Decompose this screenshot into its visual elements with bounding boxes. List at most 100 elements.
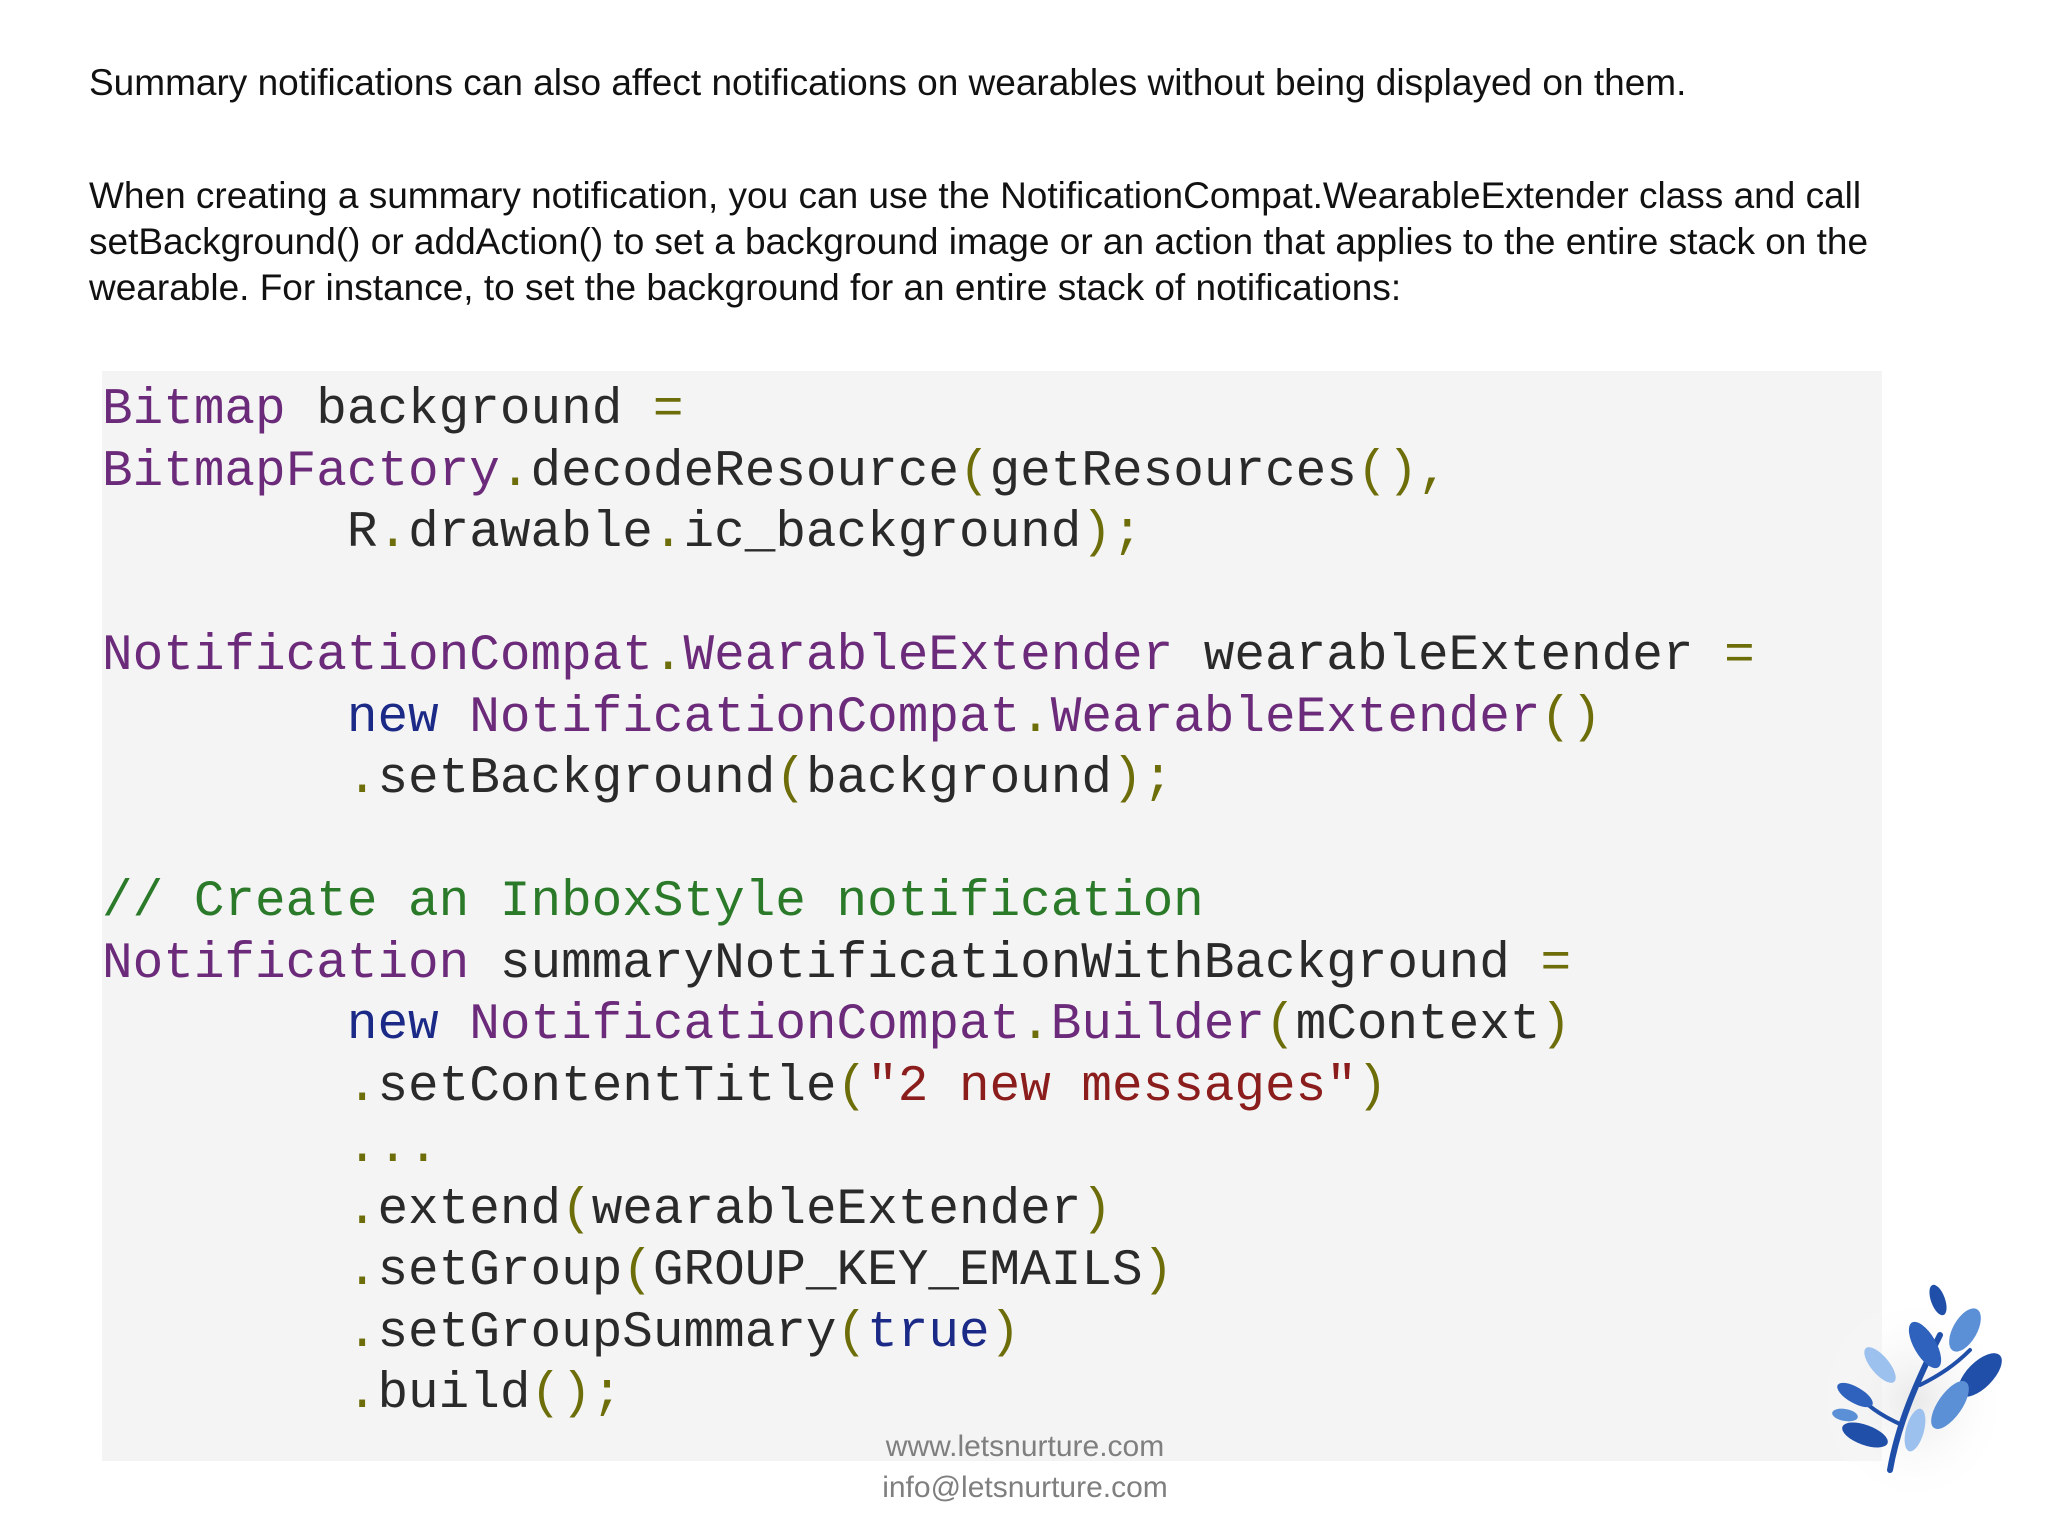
code-line: new NotificationCompat.WearableExtender(…	[102, 688, 1755, 750]
code-token: extend	[377, 1181, 562, 1239]
code-line: R.drawable.ic_background);	[102, 503, 1755, 565]
code-token: setGroup	[377, 1243, 623, 1300]
code-line: Bitmap background =	[102, 380, 1755, 442]
code-token: // Create an InboxStyle notification	[102, 874, 1204, 931]
code-token: summaryNotificationWithBackground	[469, 935, 1541, 993]
code-token: =	[1724, 628, 1755, 685]
code-token: wearableExtender	[591, 1181, 1082, 1239]
code-token: setGroupSummary	[377, 1304, 837, 1362]
code-token: (	[561, 1181, 592, 1239]
code-token: .	[346, 1181, 378, 1239]
code-token: (	[836, 1058, 868, 1116]
code-line: .setGroupSummary(true)	[102, 1303, 1755, 1365]
code-line: NotificationCompat.WearableExtender wear…	[102, 626, 1755, 688]
code-token: setContentTitle	[377, 1058, 837, 1116]
code-token: "2 new messages"	[867, 1058, 1357, 1116]
code-token: (	[622, 1243, 653, 1300]
code-token: )	[1540, 997, 1572, 1054]
code-token: =	[652, 382, 684, 439]
code-token: background	[285, 382, 653, 439]
code-token	[102, 1366, 347, 1423]
code-token: NotificationCompat	[469, 997, 1021, 1054]
code-line	[102, 811, 1755, 873]
code-line: Notification summaryNotificationWithBack…	[102, 934, 1755, 996]
code-token: .	[1020, 997, 1051, 1054]
code-token	[102, 1182, 347, 1239]
code-line	[102, 565, 1755, 627]
code-token: decodeResource	[530, 443, 959, 501]
code-token: getResources	[989, 443, 1357, 501]
code-token: (	[836, 1304, 868, 1362]
code-token	[102, 1305, 347, 1362]
code-token: )	[1081, 1181, 1112, 1239]
code-token: R	[102, 505, 378, 562]
code-token: setBackground	[377, 751, 776, 808]
code-token: BitmapFactory	[102, 443, 500, 501]
code-token: (	[958, 443, 990, 501]
footer-email: info@letsnurture.com	[882, 1471, 1168, 1504]
code-token: WearableExtender	[1050, 689, 1541, 747]
summary-paragraph: Summary notifications can also affect no…	[89, 62, 1687, 103]
code-token: NotificationCompat	[102, 628, 653, 685]
code-token: );	[1081, 505, 1143, 562]
code-token: (),	[1356, 443, 1449, 501]
code-token: );	[1112, 751, 1174, 808]
code-token: )	[1356, 1058, 1388, 1116]
code-token: .	[346, 1366, 378, 1423]
code-block: Bitmap background =BitmapFactory.decodeR…	[102, 371, 1882, 1461]
code-token: background	[805, 751, 1112, 808]
code-line: .extend(wearableExtender)	[102, 1180, 1755, 1242]
code-token	[102, 1120, 347, 1177]
footer-website: www.letsnurture.com	[885, 1430, 1165, 1463]
code-token: .	[652, 505, 684, 562]
code-token: NotificationCompat	[469, 689, 1021, 747]
code-token: ic_background	[683, 505, 1082, 562]
code-token: drawable	[408, 505, 653, 562]
code-token: mContext	[1295, 997, 1541, 1054]
code-token: build	[377, 1366, 531, 1423]
code-token: )	[989, 1304, 1021, 1362]
code-line: ...	[102, 1118, 1755, 1180]
code-token: =	[1540, 935, 1572, 993]
code-token: new	[346, 689, 439, 747]
code-token: wearableExtender	[1173, 628, 1725, 685]
code-token	[102, 1243, 347, 1300]
code-token: .	[1020, 689, 1051, 747]
code-line: new NotificationCompat.Builder(mContext)	[102, 995, 1755, 1057]
code-token: )	[1142, 1243, 1174, 1300]
code-token	[102, 997, 347, 1054]
code-line: BitmapFactory.decodeResource(getResource…	[102, 442, 1755, 504]
code-token: ...	[346, 1120, 439, 1177]
code-line: // Create an InboxStyle notification	[102, 872, 1755, 934]
code-line: .setBackground(background);	[102, 749, 1755, 811]
code-token	[439, 997, 470, 1054]
code-token	[102, 751, 347, 808]
code-token: .	[377, 505, 409, 562]
code-line: .setGroup(GROUP_KEY_EMAILS)	[102, 1241, 1755, 1303]
code-token: .	[652, 628, 684, 685]
wearable-extender-paragraph: When creating a summary notification, yo…	[89, 175, 1869, 308]
code-token: (	[775, 751, 806, 808]
code-token: WearableExtender	[683, 628, 1174, 685]
code-token	[439, 690, 470, 747]
code-line: .build();	[102, 1364, 1755, 1426]
code-token: .	[346, 751, 378, 808]
code-token: Notification	[102, 935, 470, 993]
code-line: .setContentTitle("2 new messages")	[102, 1057, 1755, 1119]
code-token: true	[867, 1304, 990, 1362]
code-token	[102, 690, 347, 747]
code-token: Bitmap	[102, 382, 286, 439]
code-token: GROUP_KEY_EMAILS	[652, 1243, 1143, 1300]
code-token: Builder	[1050, 997, 1266, 1054]
code-token: (	[1265, 997, 1296, 1054]
code-listing: Bitmap background =BitmapFactory.decodeR…	[102, 380, 1755, 1426]
code-token: new	[346, 997, 439, 1054]
leaf-plant-logo-icon	[1820, 1255, 2020, 1495]
code-token: .	[346, 1058, 378, 1116]
code-token	[102, 1059, 347, 1116]
code-token: ();	[530, 1366, 623, 1423]
code-token: .	[346, 1243, 378, 1300]
code-token: ()	[1540, 689, 1602, 747]
code-token: .	[499, 443, 531, 501]
